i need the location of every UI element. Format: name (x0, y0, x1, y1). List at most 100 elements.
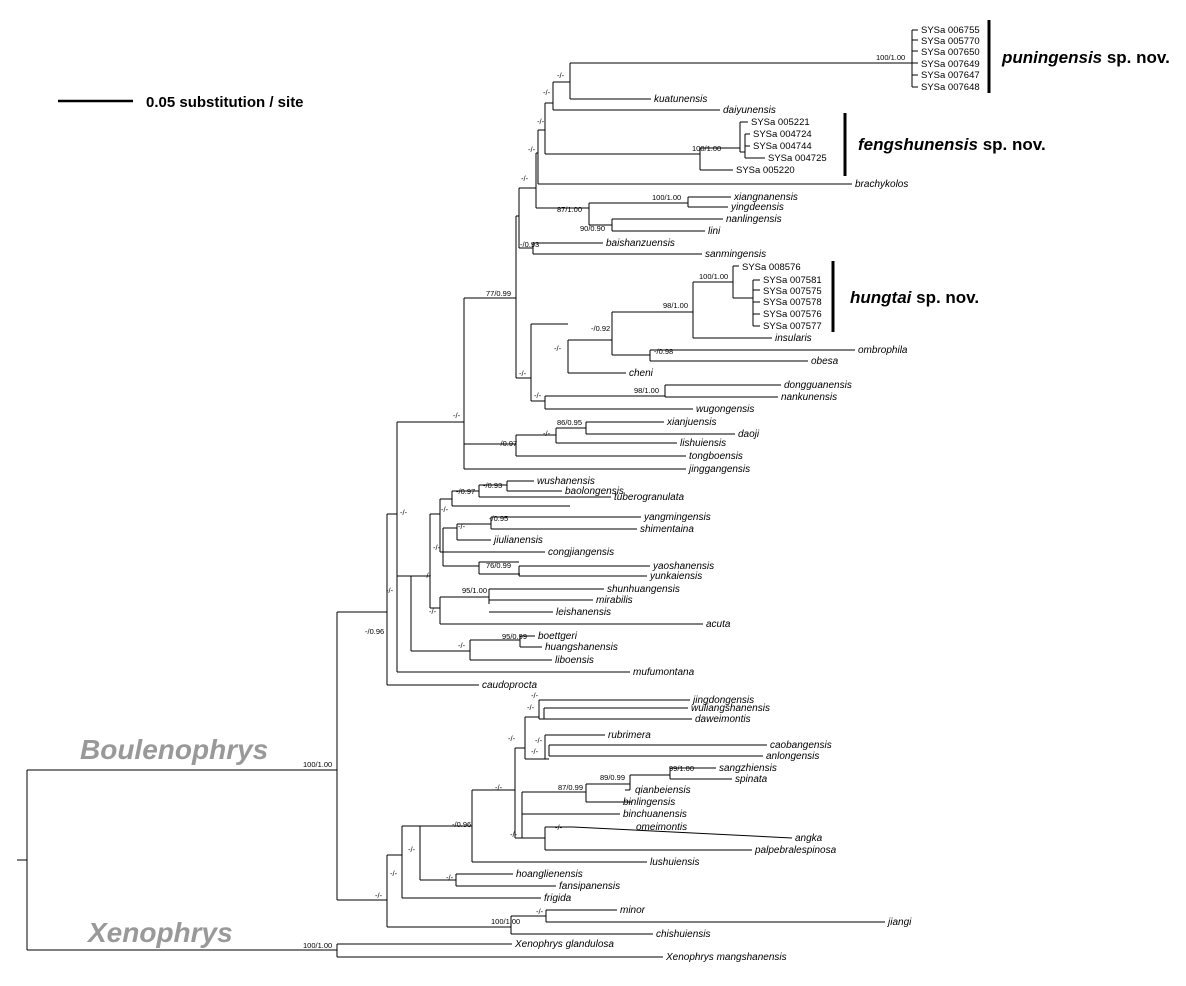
support-value: -/- (531, 691, 539, 700)
support-value: -/- (528, 145, 536, 154)
support-value: 90/0.90 (580, 224, 605, 233)
sample-label: SYSa 004744 (753, 141, 812, 152)
taxon-label: kuatunensis (654, 94, 707, 105)
taxon-label: jingdongensis (691, 695, 754, 706)
taxon-label: shimentaina (640, 524, 694, 535)
support-value: -/- (386, 586, 394, 595)
taxon-label: daiyunensis (723, 105, 776, 116)
support-value: -/- (554, 344, 562, 353)
taxon-label: boettgeri (538, 631, 578, 642)
sample-labels: SYSa 006755 SYSa 005770 SYSa 007650 SYSa… (736, 25, 980, 332)
support-value: -/0.97 (498, 439, 517, 448)
sample-label: SYSa 007647 (921, 70, 980, 81)
taxon-label: spinata (735, 774, 768, 785)
taxon-label: frigida (544, 893, 572, 904)
taxon-label: tongboensis (689, 451, 743, 462)
sample-label: SYSa 007648 (921, 82, 980, 93)
support-value: -/0.92 (591, 324, 610, 333)
support-value: -/0.93 (483, 481, 502, 490)
support-value: 77/0.99 (486, 289, 511, 298)
clade-label-fengshunensis: fengshunensis sp. nov. (858, 135, 1046, 154)
support-value: -/- (424, 571, 432, 580)
taxon-label: hoanglienensis (516, 869, 583, 880)
support-value: -/- (429, 607, 437, 616)
support-value: -/- (535, 736, 543, 745)
sample-label: SYSa 007576 (763, 309, 822, 320)
taxon-label: daoji (738, 429, 760, 440)
sample-label: SYSa 008576 (742, 262, 801, 273)
taxon-label: jiangi (886, 917, 912, 928)
support-value: -/0.96 (365, 627, 384, 636)
sample-label: SYSa 007649 (921, 59, 980, 70)
support-value: -/- (557, 71, 565, 80)
clade-label-hungtai: hungtai sp. nov. (850, 288, 979, 307)
taxon-label: omeimontis (636, 822, 687, 833)
support-value: -/- (555, 823, 563, 832)
support-value: 100/1.00 (699, 272, 728, 281)
sample-label: SYSa 007577 (763, 321, 822, 332)
support-value: -/- (536, 907, 544, 916)
sample-label: SYSa 007581 (763, 275, 822, 286)
support-value: 86/0.95 (557, 418, 582, 427)
taxon-label: caobangensis (770, 740, 832, 751)
support-value: -/0.98 (654, 347, 673, 356)
taxon-label: chishuiensis (656, 929, 710, 940)
support-value: -/- (534, 391, 542, 400)
sample-label: SYSa 007650 (921, 47, 980, 58)
taxon-label: yunkaiensis (649, 571, 702, 582)
taxon-label: minor (620, 905, 646, 916)
taxon-label: rubrimera (608, 730, 651, 741)
taxon-label: mufumontana (633, 667, 695, 678)
scale-bar: 0.05 substitution / site (58, 94, 304, 111)
taxon-label: xiangnanensis (733, 192, 798, 203)
taxon-label: mirabilis (596, 595, 633, 606)
taxon-label: cheni (629, 368, 654, 379)
taxon-label: Xenophrys glandulosa (514, 939, 614, 950)
taxon-label: acuta (706, 619, 731, 630)
support-value: -/- (408, 845, 416, 854)
taxon-label: liboensis (555, 655, 594, 666)
taxon-label: Xenophrys mangshanensis (665, 952, 787, 963)
taxon-label: insularis (775, 333, 812, 344)
clade-bars (831, 20, 991, 332)
taxon-label: lishuiensis (680, 438, 726, 449)
taxon-label: nankunensis (781, 392, 837, 403)
genus-label-boulenophrys: Boulenophrys (80, 734, 268, 765)
support-value: 100/1.00 (876, 53, 905, 62)
taxon-label: tuberogranulata (614, 492, 684, 503)
sample-label: SYSa 004724 (753, 129, 812, 140)
support-value: -/- (441, 505, 449, 514)
support-value: 99/1.00 (669, 764, 694, 773)
taxon-label: sanmingensis (705, 249, 766, 260)
sample-label: SYSa 004725 (768, 153, 827, 164)
taxon-label: qianbeiensis (635, 785, 691, 796)
taxon-label: baishanzuensis (606, 238, 675, 249)
genus-label-xenophrys: Xenophrys (86, 917, 233, 948)
support-value: -/- (508, 734, 516, 743)
taxon-label: ombrophila (858, 345, 908, 356)
taxon-label: binchuanensis (623, 809, 687, 820)
taxon-label: shunhuangensis (607, 584, 680, 595)
support-value: 87/1.00 (557, 205, 582, 214)
support-values: 100/1.00 -/- -/- -/- 100/1.00 -/- -/- 10… (303, 53, 905, 950)
support-value: -/- (433, 543, 441, 552)
support-value: -/- (510, 830, 518, 839)
sample-label: SYSa 007575 (763, 286, 822, 297)
taxon-label: congjiangensis (548, 547, 614, 558)
clade-label-puningensis: puningensis sp. nov. (1001, 48, 1170, 67)
taxon-label: fansipanensis (559, 881, 620, 892)
taxon-label: binlingensis (623, 797, 675, 808)
scale-bar-label: 0.05 substitution / site (146, 94, 304, 111)
support-value: 100/1.00 (692, 144, 721, 153)
support-value: -/- (458, 522, 466, 531)
sample-label: SYSa 006755 (921, 25, 980, 36)
taxon-label: caudoprocta (482, 680, 537, 691)
support-value: -/0.93 (520, 240, 539, 249)
taxon-label: lini (708, 226, 721, 237)
support-value: -/- (527, 703, 535, 712)
taxon-label: palpebralespinosa (754, 845, 837, 856)
taxon-label: brachykolos (855, 179, 908, 190)
support-value: 98/1.00 (634, 386, 659, 395)
taxon-label: daweimontis (695, 714, 751, 725)
